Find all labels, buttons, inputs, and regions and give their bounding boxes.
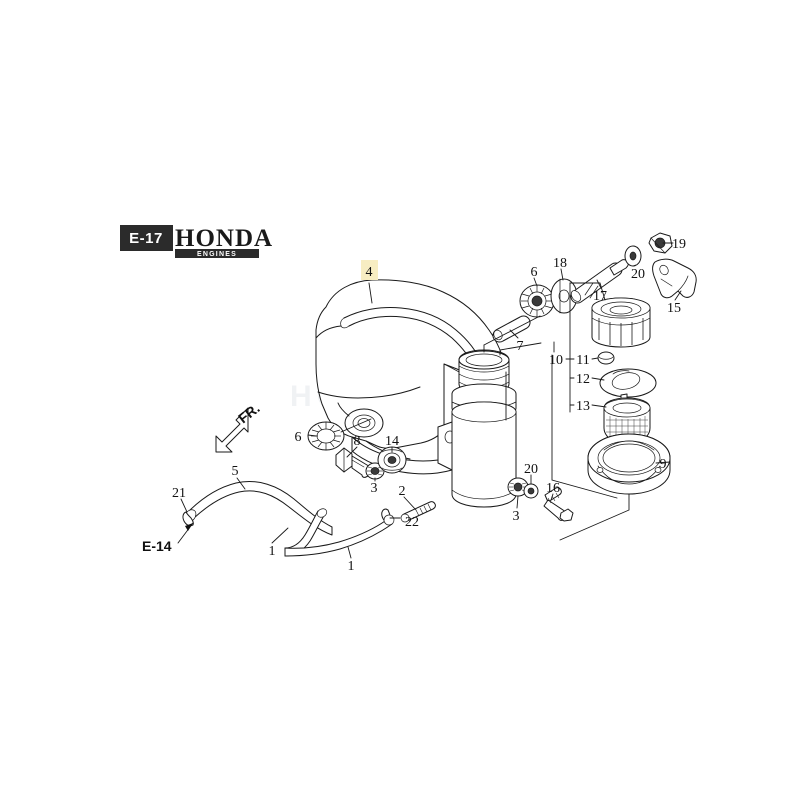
callout-3-left[interactable]: 3 <box>371 481 378 496</box>
fuel-line-1-right <box>284 514 395 557</box>
part-10-fuel-cap <box>591 297 651 348</box>
callout-21[interactable]: 21 <box>172 486 186 501</box>
callout-7-label: 7 <box>517 339 524 354</box>
section-badge-label: E-17 <box>129 230 163 247</box>
callout-14-label: 14 <box>385 434 399 449</box>
part-3-washer-bottom <box>507 477 529 497</box>
callout-6-right[interactable]: 6 <box>531 265 538 280</box>
part-12-gasket <box>599 368 657 406</box>
callout-6-left[interactable]: 6 <box>295 430 302 445</box>
callout-13-label: 13 <box>576 399 590 414</box>
callout-20-bottom-label: 20 <box>524 462 538 477</box>
part-9-neck-ring <box>587 433 671 495</box>
callout-15-label: 15 <box>667 301 681 316</box>
callout-4-highlight <box>361 260 378 280</box>
callout-1-right[interactable]: 1 <box>348 559 355 574</box>
callout-4[interactable]: 4 <box>361 260 378 280</box>
callout-12-label: 12 <box>576 372 590 387</box>
brand-wordmark: HONDA <box>175 225 273 252</box>
callout-15[interactable]: 15 <box>667 301 681 316</box>
callout-5[interactable]: 5 <box>232 464 239 479</box>
part-14-mount-ring <box>377 446 407 474</box>
fuel-tank-filler-neck <box>451 349 517 508</box>
callout-22-label: 22 <box>405 515 419 530</box>
part-15-lever <box>652 258 697 299</box>
tank-mount-boss <box>337 402 384 438</box>
callout-17-label: 17 <box>593 289 607 304</box>
callout-8[interactable]: 8 <box>354 434 361 449</box>
part-6-grommet-right <box>519 284 555 318</box>
callout-1-left-label: 1 <box>269 544 276 559</box>
xref-e-14[interactable]: E-14 <box>142 522 194 554</box>
callout-20-top-label: 20 <box>631 267 645 282</box>
callout-8-label: 8 <box>354 434 361 449</box>
callout-2[interactable]: 2 <box>399 484 406 499</box>
callout-3-bottom[interactable]: 3 <box>513 509 520 524</box>
part-20-washer-top <box>624 245 642 267</box>
callout-1-right-label: 1 <box>348 559 355 574</box>
callout-10-label: 10 <box>549 353 563 368</box>
callout-2-label: 2 <box>399 484 406 499</box>
callout-6-left-label: 6 <box>295 430 302 445</box>
callout-9-label: 9 <box>660 457 667 472</box>
callout-11[interactable]: 11 <box>576 353 589 368</box>
callout-22[interactable]: 22 <box>405 515 419 530</box>
callout-19-label: 19 <box>672 237 686 252</box>
callout-4-label: 4 <box>366 265 373 280</box>
part-21-clip <box>182 511 194 527</box>
callout-10[interactable]: 10 <box>549 353 563 368</box>
callout-13[interactable]: 13 <box>576 399 590 414</box>
callout-7[interactable]: 7 <box>517 339 524 354</box>
callout-9[interactable]: 9 <box>660 457 667 472</box>
callout-14[interactable]: 14 <box>385 434 399 449</box>
callout-3-bottom-label: 3 <box>513 509 520 524</box>
callout-18[interactable]: 18 <box>553 256 567 271</box>
callout-20-top[interactable]: 20 <box>631 267 645 282</box>
front-direction-arrow: FR. <box>215 400 263 453</box>
callout-11-label: 11 <box>576 353 589 368</box>
part-20-washer-bottom <box>523 483 539 499</box>
callout-labels: 4 6 8 14 3 2 22 5 21 1 1 7 <box>172 237 686 574</box>
part-2-screw <box>400 501 436 523</box>
part-6-grommet-left <box>307 421 345 451</box>
callout-16[interactable]: 16 <box>546 481 560 496</box>
part-19-nut <box>648 232 673 254</box>
header-block: E-17 HONDA ENGINES <box>120 225 273 258</box>
callout-21-label: 21 <box>172 486 186 501</box>
callout-6-right-label: 6 <box>531 265 538 280</box>
callout-16-label: 16 <box>546 481 560 496</box>
part-11-plug <box>597 351 615 365</box>
callout-18-label: 18 <box>553 256 567 271</box>
callout-17[interactable]: 17 <box>593 289 607 304</box>
part-18-washer <box>550 278 578 314</box>
callout-19[interactable]: 19 <box>672 237 686 252</box>
callout-3-left-label: 3 <box>371 481 378 496</box>
brand-subtitle: ENGINES <box>197 251 237 258</box>
xref-e-14-label: E-14 <box>142 538 172 554</box>
brand-underbar <box>175 249 259 258</box>
callout-5-label: 5 <box>232 464 239 479</box>
callout-1-left[interactable]: 1 <box>269 544 276 559</box>
section-badge <box>120 225 173 251</box>
callout-12[interactable]: 12 <box>576 372 590 387</box>
callout-20-bottom[interactable]: 20 <box>524 462 538 477</box>
leader-lines <box>180 242 682 559</box>
